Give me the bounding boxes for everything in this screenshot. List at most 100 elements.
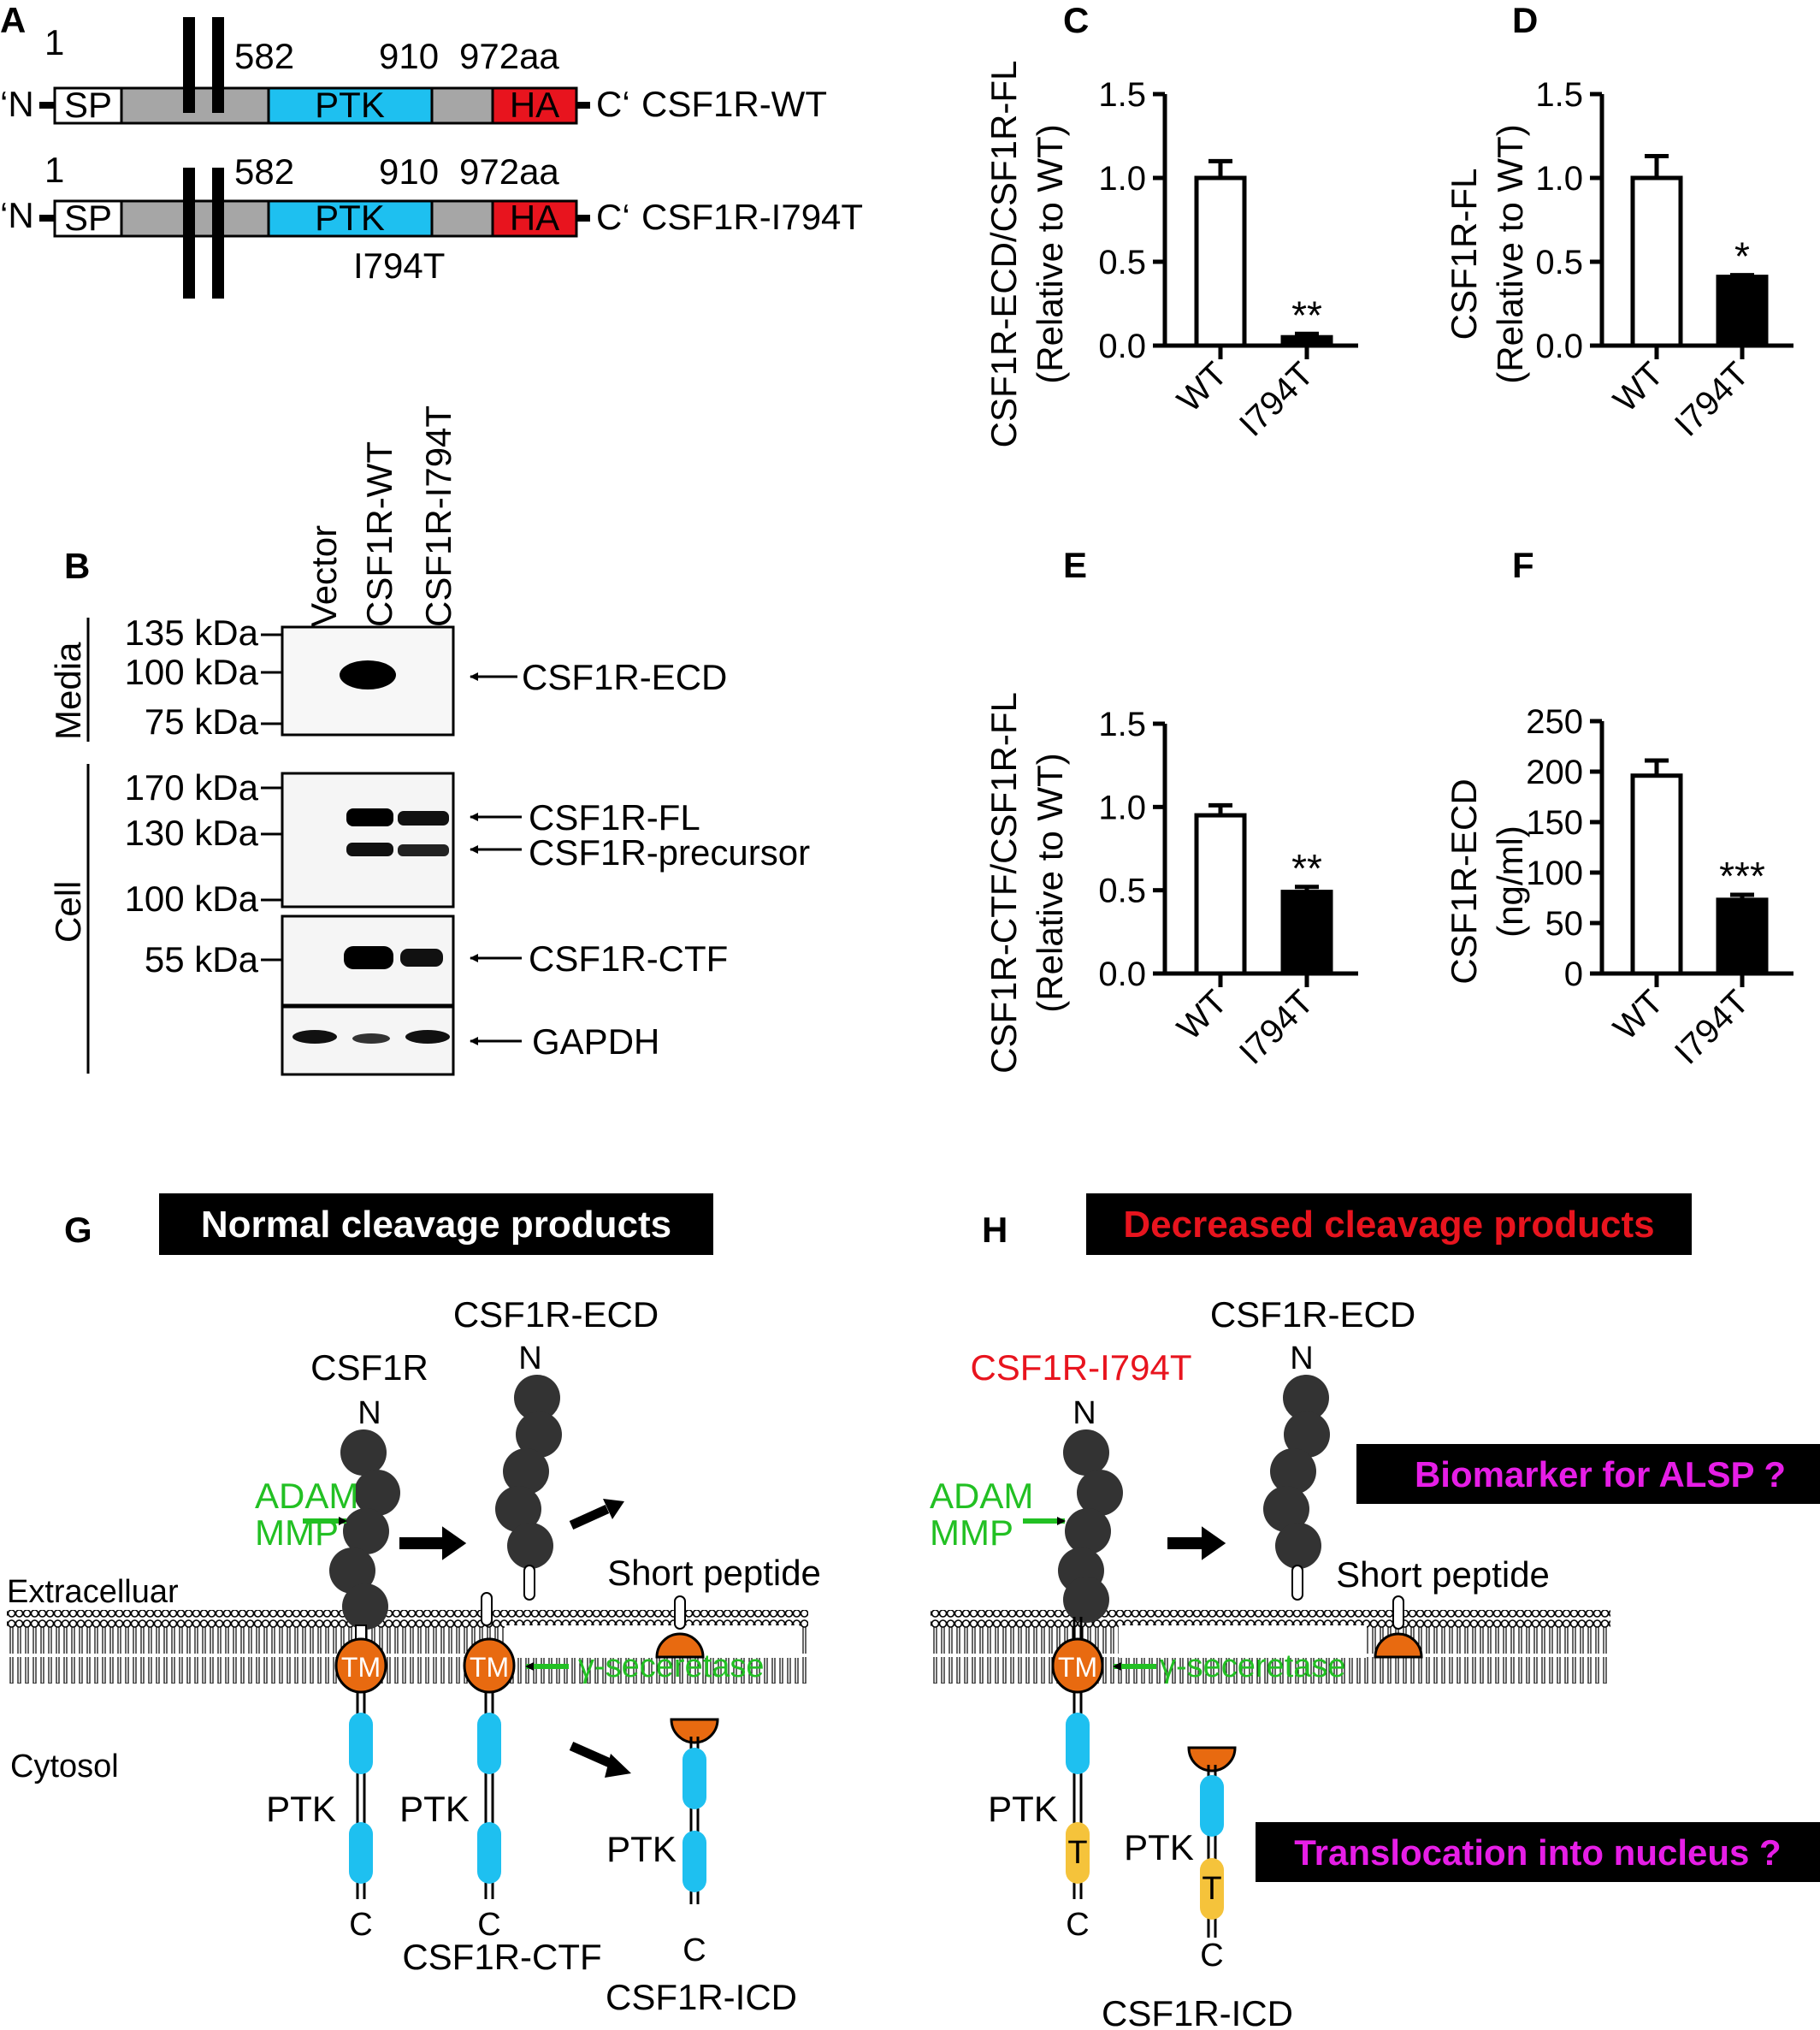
icd-fragment: T PTK C CSF1R-ICD xyxy=(1102,1746,1293,2030)
construct-wt-label: CSF1R-WT xyxy=(641,84,827,124)
ig-domain xyxy=(516,1412,562,1458)
ptk-domain xyxy=(682,1831,706,1892)
title-box-decreased xyxy=(1086,1193,1692,1255)
bar-wt xyxy=(1630,773,1683,976)
y-tick-label: 1.0 xyxy=(1098,789,1146,826)
band-fl-wt xyxy=(346,808,393,826)
marker-130: 130 kDa xyxy=(125,813,259,853)
ig-domain xyxy=(514,1375,560,1421)
mutant-kinase-domain xyxy=(1066,1822,1090,1884)
panel-b: B Vector CSF1R-WT CSF1R-I794T Media Cell… xyxy=(48,405,811,1076)
ctf-fragment: TM PTK C CSF1R-CTF γ-seceretase xyxy=(399,1592,765,1977)
significance-mark: ** xyxy=(1291,293,1322,337)
band-label-ctf: CSF1R-CTF xyxy=(529,938,728,979)
c-terminus-label: C‘ xyxy=(596,197,630,237)
bar-i794t xyxy=(1716,897,1769,976)
t-label: T xyxy=(1202,1871,1221,1907)
short-peptide-label: Short peptide xyxy=(607,1553,821,1593)
t-label: T xyxy=(1067,1835,1087,1871)
n-label: N xyxy=(358,1395,381,1431)
question-box-biomarker xyxy=(1356,1444,1820,1504)
pos-582-label: 582 xyxy=(234,151,294,192)
ecd-label: CSF1R-ECD xyxy=(1210,1294,1415,1335)
ptk-domain xyxy=(349,1822,373,1884)
x-tick-label: WT xyxy=(1606,355,1670,419)
blot-media: 135 kDa 100 kDa 75 kDa CSF1R-ECD xyxy=(125,613,728,742)
marker-170: 170 kDa xyxy=(125,767,259,808)
question-box-translocation xyxy=(1256,1822,1820,1882)
pos-972-label: 972aa xyxy=(459,36,559,76)
marker-100: 100 kDa xyxy=(125,879,259,919)
icd-fragment: PTK C CSF1R-ICD xyxy=(606,1718,797,2017)
y-tick-label: 0.5 xyxy=(1098,873,1146,910)
band-ctf-mut xyxy=(400,949,443,967)
tm-bar xyxy=(183,168,195,299)
tm-bar xyxy=(212,168,224,299)
significance-mark: ** xyxy=(1291,846,1322,891)
y-tick-label: 0.0 xyxy=(1535,328,1583,365)
mmp-label: MMP xyxy=(930,1512,1013,1553)
receptor-full-length: CSF1R N TM PTK C ADAM MMP xyxy=(255,1347,428,1943)
ecd-label: CSF1R-ECD xyxy=(453,1294,659,1335)
blot-cell-fl: 170 kDa 130 kDa 100 kDa CSF1R-FL CSF1R-p… xyxy=(125,767,811,919)
ptk-label: PTK xyxy=(606,1829,677,1869)
sp-domain xyxy=(53,199,123,238)
membrane-gap xyxy=(505,1625,800,1658)
process-arrow xyxy=(569,1741,618,1771)
ig-domain xyxy=(1275,1523,1321,1569)
short-peptide: Short peptide xyxy=(1336,1554,1550,1659)
chart-f: 050100150200250CSF1R-ECD(ng/ml)WTI794T**… xyxy=(1444,703,1793,1072)
band-label-gapdh: GAPDH xyxy=(532,1021,659,1062)
ig-domain xyxy=(1263,1486,1309,1532)
y-tick-label: 0.5 xyxy=(1535,244,1583,281)
pos-start-label: 1 xyxy=(44,150,64,190)
ig-domain xyxy=(329,1548,375,1594)
band-gapdh-mut xyxy=(405,1030,450,1044)
y-axis-label: (ng/ml) xyxy=(1490,826,1530,938)
x-tick-label: WT xyxy=(1606,983,1670,1047)
c-label: C xyxy=(477,1907,500,1943)
ha-tag xyxy=(491,199,578,238)
ig-domain xyxy=(1077,1470,1123,1516)
y-axis-label: (Relative to WT) xyxy=(1030,124,1070,383)
y-tick-label: 150 xyxy=(1526,804,1583,842)
process-arrow xyxy=(1167,1526,1226,1560)
c-label: C xyxy=(349,1907,372,1943)
pos-582-label: 582 xyxy=(234,36,294,76)
tm-label: TM xyxy=(1058,1652,1097,1683)
y-tick-label: 0.0 xyxy=(1098,956,1146,993)
shed-ecd: CSF1R-ECD N xyxy=(453,1294,659,1601)
y-tick-label: 1.5 xyxy=(1098,76,1146,114)
chart-e: 0.00.51.01.5CSF1R-CTF/CSF1R-FL(Relative … xyxy=(984,692,1358,1074)
band-precursor-mut xyxy=(398,844,449,856)
y-tick-label: 100 xyxy=(1526,855,1583,892)
ig-domain xyxy=(1063,1577,1109,1623)
pos-start-label: 1 xyxy=(44,22,64,62)
bar-wt xyxy=(1630,175,1683,348)
n-terminus-label: ‘N xyxy=(0,84,34,124)
band-gapdh-wt xyxy=(352,1033,390,1044)
x-tick-label: WT xyxy=(1170,355,1234,419)
y-axis-label: CSF1R-ECD xyxy=(1444,778,1484,984)
band-gapdh-vector xyxy=(292,1030,337,1044)
tm-domain xyxy=(1051,1637,1104,1694)
panel-c: C 0.00.51.01.5CSF1R-ECD/CSF1R-FL(Relativ… xyxy=(984,0,1358,447)
blot-gapdh: GAPDH xyxy=(281,1005,659,1076)
ig-domain xyxy=(507,1523,553,1569)
y-tick-label: 1.5 xyxy=(1098,706,1146,743)
band-label-precursor: CSF1R-precursor xyxy=(529,832,810,873)
blot-cell-ctf: 55 kDa CSF1R-CTF xyxy=(145,914,728,1007)
ptk-label: PTK xyxy=(988,1789,1058,1829)
mutation-label: I794T xyxy=(353,246,445,286)
ptk-label: PTK xyxy=(266,1789,336,1829)
tm-bar xyxy=(183,17,195,113)
ha-label: HA xyxy=(510,85,559,125)
tm-domain xyxy=(463,1637,516,1694)
group-label-media: Media xyxy=(48,642,88,740)
chart-c: 0.00.51.01.5CSF1R-ECD/CSF1R-FL(Relative … xyxy=(984,61,1358,447)
marker-75: 75 kDa xyxy=(145,701,259,742)
lane-label-vector: Vector xyxy=(304,525,344,627)
shed-ecd: CSF1R-ECD N xyxy=(1210,1294,1415,1601)
short-peptide: Short peptide xyxy=(607,1553,821,1659)
